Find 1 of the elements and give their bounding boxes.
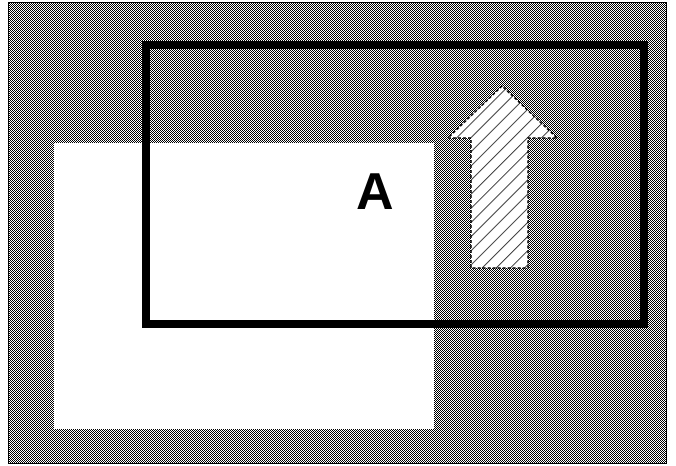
letter-label: A [356, 166, 394, 218]
